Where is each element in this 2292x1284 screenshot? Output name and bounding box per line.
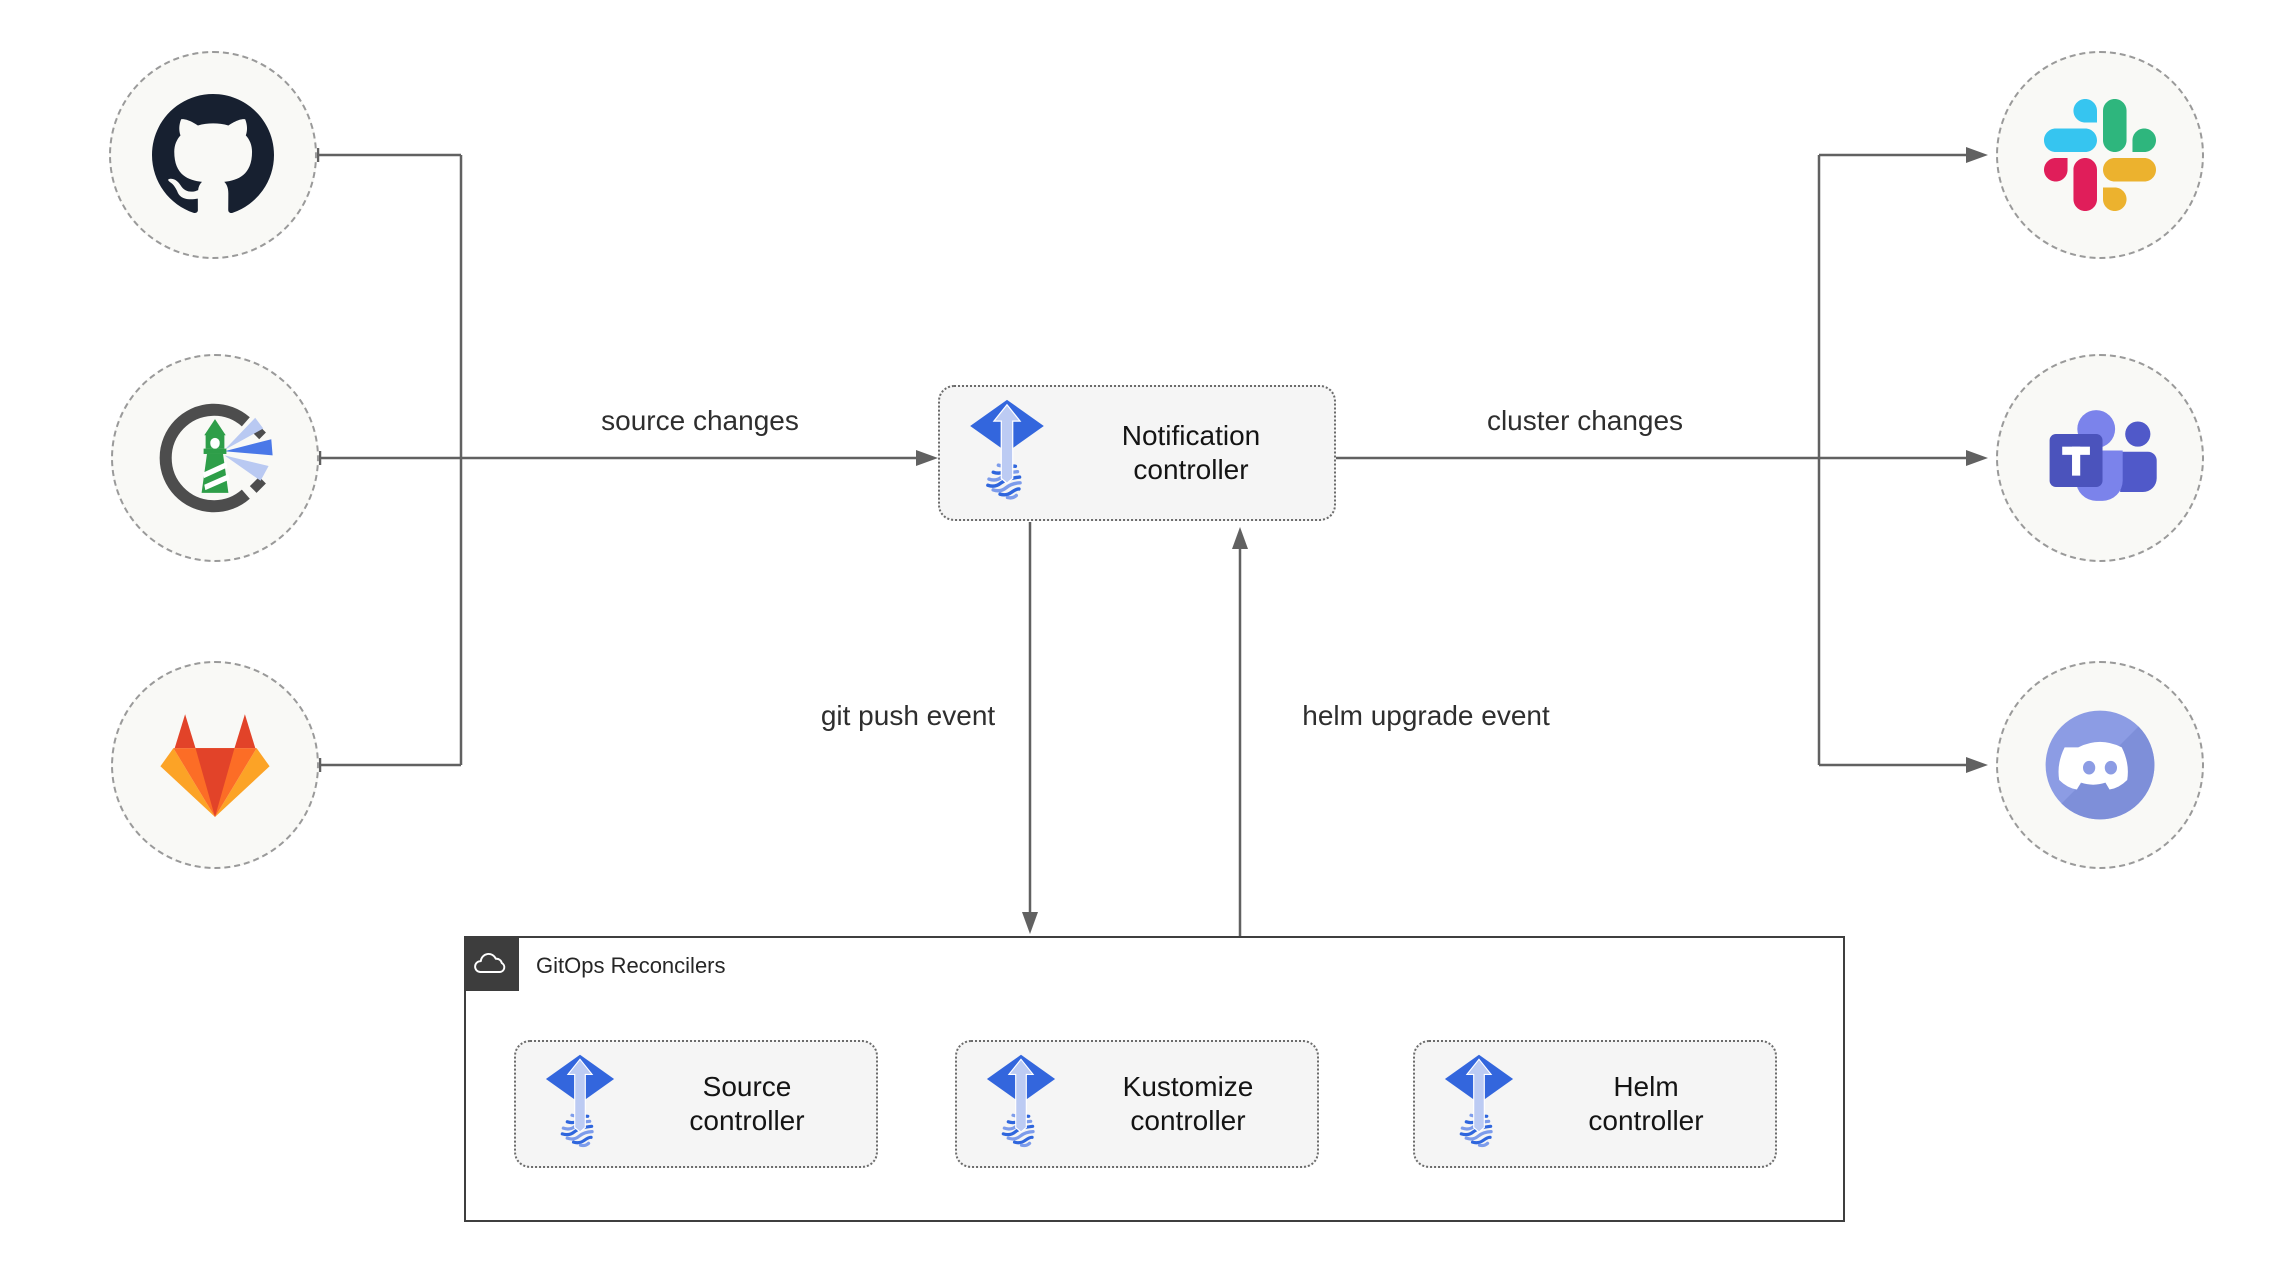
teams-node	[1996, 354, 2204, 562]
github-icon	[152, 94, 274, 213]
gitlab-icon	[160, 714, 270, 817]
notification-controller-label: Notification controller	[1121, 419, 1261, 485]
group-badge	[463, 935, 519, 991]
discord-icon	[2045, 710, 2155, 820]
edge-to-discord-arrow	[1819, 757, 1988, 773]
flux-icon	[983, 1054, 1059, 1154]
kustomize-controller-node: Kustomize controller	[955, 1040, 1319, 1168]
slack-node	[1996, 51, 2204, 259]
harbor-node	[111, 354, 319, 562]
kustomize-controller-label: Kustomize controller	[1122, 1070, 1254, 1136]
edge-to-slack-arrow	[1819, 147, 1988, 163]
edge-label-helm-upgrade-event: helm upgrade event	[1298, 700, 1554, 732]
microsoft-teams-icon	[2049, 410, 2157, 501]
edge-gitlab-to-junction	[318, 758, 461, 772]
flux-icon	[1441, 1054, 1517, 1154]
edge-github-to-junction	[316, 148, 461, 162]
source-controller-label: Source controller	[689, 1070, 805, 1136]
slack-icon	[2044, 99, 2156, 211]
notification-controller-node: Notification controller	[938, 385, 1336, 521]
helm-controller-node: Helm controller	[1413, 1040, 1777, 1168]
edge-source-changes-arrow	[318, 450, 938, 466]
discord-node	[1996, 661, 2204, 869]
harbor-icon	[159, 403, 273, 513]
edge-git-push-arrow	[1022, 522, 1038, 934]
edge-label-source-changes: source changes	[597, 405, 803, 437]
helm-controller-label: Helm controller	[1588, 1070, 1704, 1136]
group-title: GitOps Reconcilers	[536, 952, 726, 978]
edge-label-git-push-event: git push event	[816, 700, 1000, 732]
flux-icon	[542, 1054, 618, 1154]
edge-label-cluster-changes: cluster changes	[1482, 405, 1688, 437]
cloud-icon	[474, 953, 506, 973]
flux-icon	[966, 399, 1048, 507]
gitlab-node	[111, 661, 319, 869]
edge-cluster-changes-arrow	[1336, 450, 1988, 466]
edge-helm-upgrade-arrow	[1232, 527, 1248, 936]
source-controller-node: Source controller	[514, 1040, 878, 1168]
github-node	[109, 51, 317, 259]
